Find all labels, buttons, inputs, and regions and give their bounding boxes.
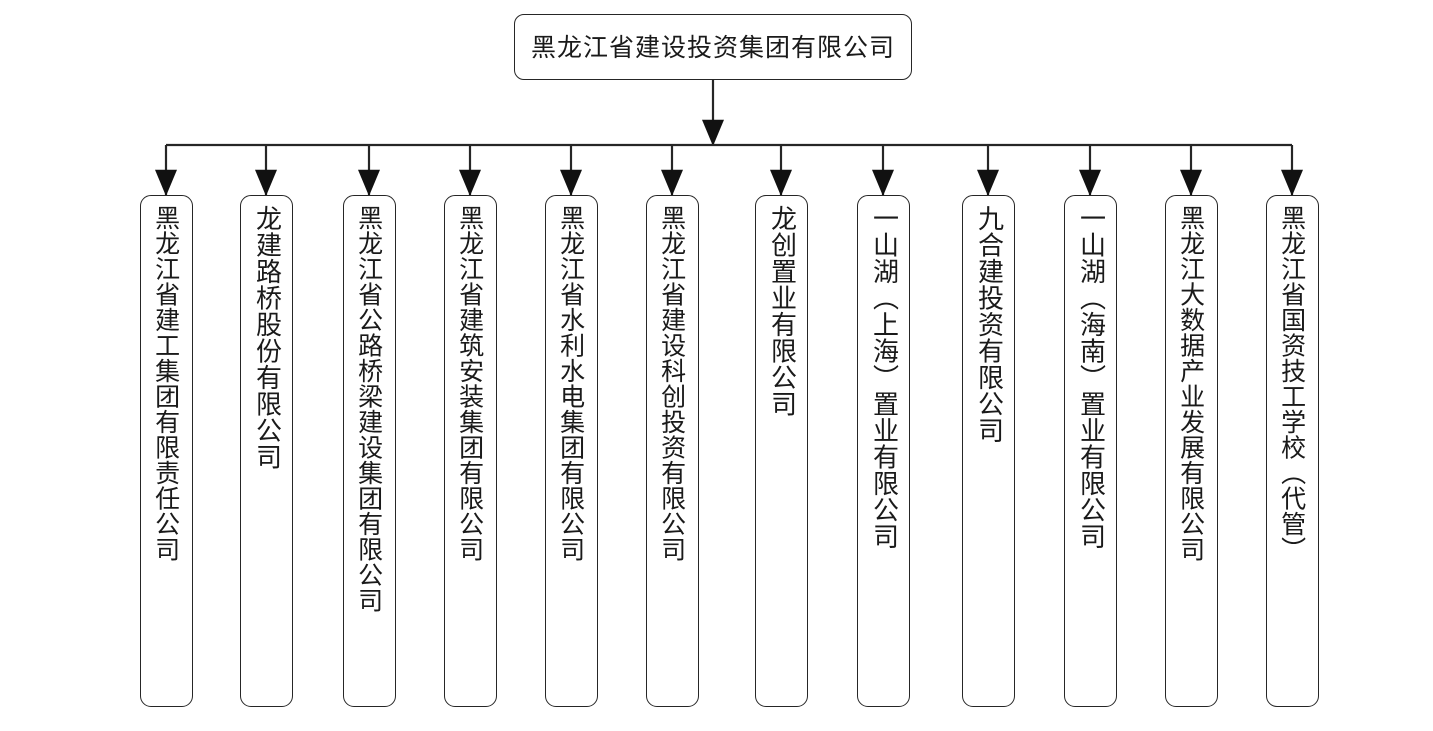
org-node-child-5-label: 黑龙江省水利水电集团有限公司 <box>556 205 586 562</box>
org-node-child-4[interactable]: 黑龙江省建筑安装集团有限公司 <box>443 195 497 707</box>
org-node-child-10[interactable]: 一山湖（海南）置业有限公司 <box>1063 195 1117 707</box>
org-node-child-2[interactable]: 龙建路桥股份有限公司 <box>239 195 293 707</box>
org-node-child-7[interactable]: 龙创置业有限公司 <box>754 195 808 707</box>
org-node-child-12-label: 黑龙江省国资技工学校（代管） <box>1277 205 1307 562</box>
org-node-child-11-label: 黑龙江大数据产业发展有限公司 <box>1176 205 1206 562</box>
org-node-child-8[interactable]: 一山湖（上海）置业有限公司 <box>856 195 910 707</box>
org-node-child-1[interactable]: 黑龙江省建工集团有限责任公司 <box>139 195 193 707</box>
org-node-child-9[interactable]: 九合建投资有限公司 <box>961 195 1015 707</box>
org-node-root-label: 黑龙江省建设投资集团有限公司 <box>530 32 895 62</box>
org-node-child-3[interactable]: 黑龙江省公路桥梁建设集团有限公司 <box>342 195 396 707</box>
org-node-child-4-label: 黑龙江省建筑安装集团有限公司 <box>455 205 485 562</box>
org-node-child-6-label: 黑龙江省建设科创投资有限公司 <box>657 205 687 562</box>
org-node-child-5[interactable]: 黑龙江省水利水电集团有限公司 <box>544 195 598 707</box>
org-node-child-12[interactable]: 黑龙江省国资技工学校（代管） <box>1265 195 1319 707</box>
org-node-root[interactable]: 黑龙江省建设投资集团有限公司 <box>514 14 912 80</box>
org-node-child-11[interactable]: 黑龙江大数据产业发展有限公司 <box>1164 195 1218 707</box>
org-node-child-9-label: 九合建投资有限公司 <box>973 205 1004 444</box>
org-node-child-8-label: 一山湖（上海）置业有限公司 <box>868 205 899 550</box>
org-node-child-1-label: 黑龙江省建工集团有限责任公司 <box>151 205 181 562</box>
org-node-child-6[interactable]: 黑龙江省建设科创投资有限公司 <box>645 195 699 707</box>
org-node-child-7-label: 龙创置业有限公司 <box>766 205 797 417</box>
org-node-child-10-label: 一山湖（海南）置业有限公司 <box>1075 205 1106 550</box>
org-node-child-2-label: 龙建路桥股份有限公司 <box>251 205 282 470</box>
org-node-child-3-label: 黑龙江省公路桥梁建设集团有限公司 <box>354 205 384 613</box>
